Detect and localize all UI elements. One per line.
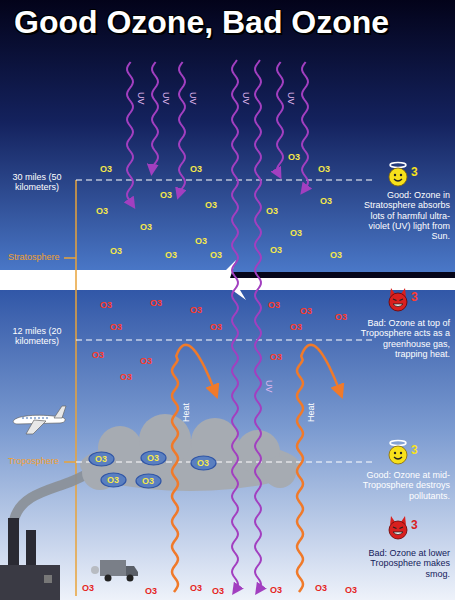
ozone-label: O3 (120, 372, 132, 382)
uv-ray (302, 62, 308, 190)
stratosphere-sky (0, 0, 455, 272)
ozone-label: O3 (205, 200, 217, 210)
good-face-icon (389, 163, 407, 187)
ozone-label: O3 (212, 586, 224, 596)
ozone-label: O3 (190, 305, 202, 315)
bad-face-icon (389, 516, 407, 539)
ozone-label: O3 (210, 250, 222, 260)
callout-text: Bad: Ozone at top of Troposphere acts as… (352, 318, 450, 359)
ozone-label: O3 (270, 585, 282, 595)
uv-ray (277, 62, 283, 174)
heat-ray (297, 345, 340, 592)
ozone-label: O3 (318, 164, 330, 174)
ozone-label: O3 (100, 476, 127, 485)
ozone-label: O3 (165, 250, 177, 260)
uv-ray (255, 60, 261, 590)
ozone-label: O3 (190, 164, 202, 174)
callout-text: Bad: Ozone at lower Troposphere makes sm… (352, 548, 450, 579)
ozone-label: O3 (335, 312, 347, 322)
troposphere-sky (0, 286, 455, 600)
ozone-bubble: O3 (190, 455, 217, 471)
uv-label: UV (161, 92, 171, 105)
ray-arrows (127, 60, 340, 592)
ozone-label: O3 (266, 206, 278, 216)
callout-text: Good: Ozone at mid-Troposphere destroys … (352, 470, 450, 501)
ozone-label: O3 (82, 583, 94, 593)
ozone-label: O3 (88, 455, 115, 464)
heat-ray (172, 345, 215, 592)
ozone-bubble: O3 (100, 472, 127, 488)
uv-label: UV (286, 92, 296, 105)
altitude-line (76, 461, 372, 462)
heat-label: Heat (306, 403, 316, 422)
ozone-label: O3 (190, 459, 217, 468)
uv-ray (152, 62, 158, 170)
face-number: 3 (411, 519, 418, 533)
ozone-label: O3 (160, 190, 172, 200)
ozone-label: O3 (92, 350, 104, 360)
uv-label: UV (188, 92, 198, 105)
face-number: 3 (411, 444, 418, 458)
ozone-bubble: O3 (135, 473, 162, 489)
ozone-bubble: O3 (88, 451, 115, 467)
layer-label: Troposphere (8, 456, 59, 466)
ozone-label: O3 (110, 322, 122, 332)
good-face-icon (389, 441, 407, 465)
ozone-label: O3 (330, 250, 342, 260)
uv-ray (179, 62, 185, 194)
ozone-label: O3 (288, 152, 300, 162)
scale-break (0, 260, 455, 300)
ozone-label: O3 (290, 228, 302, 238)
face-number: 3 (411, 166, 418, 180)
ozone-label: O3 (100, 164, 112, 174)
ozone-label: O3 (140, 356, 152, 366)
uv-label: UV (136, 92, 146, 105)
title: Good Ozone, Bad Ozone (14, 4, 389, 41)
ozone-label: O3 (145, 586, 157, 596)
ozone-label: O3 (345, 585, 357, 595)
airplane (13, 406, 66, 434)
ozone-label: O3 (270, 245, 282, 255)
ozone-label: O3 (270, 352, 282, 362)
ozone-label: O3 (210, 322, 222, 332)
ozone-label: O3 (290, 322, 302, 332)
heat-label: Heat (181, 403, 191, 422)
ozone-label: O3 (300, 306, 312, 316)
smog-cloud (80, 414, 300, 491)
uv-ray (127, 62, 133, 204)
altitude-label: 30 miles (50 kilometers) (2, 172, 72, 193)
ozone-label: O3 (100, 300, 112, 310)
face-number: 3 (411, 291, 418, 305)
ozone-label: O3 (96, 206, 108, 216)
ozone-label: O3 (315, 583, 327, 593)
ozone-label: O3 (135, 477, 162, 486)
callout-text: Good: Ozone in Stratosphere absorbs lots… (352, 190, 450, 242)
ozone-label: O3 (195, 236, 207, 246)
ozone-label: O3 (140, 222, 152, 232)
ozone-label: O3 (320, 196, 332, 206)
uv-ray (232, 60, 238, 590)
ozone-bubble: O3 (140, 450, 167, 466)
truck (91, 560, 138, 582)
bad-face-icon (389, 288, 407, 311)
ozone-label: O3 (190, 583, 202, 593)
altitude-lines (76, 180, 372, 340)
uv-label: UV (264, 380, 274, 393)
ozone-label: O3 (150, 298, 162, 308)
ozone-label: O3 (268, 300, 280, 310)
layer-label: Stratosphere (8, 252, 60, 262)
factory (0, 468, 96, 600)
uv-label: UV (241, 92, 251, 105)
altitude-bracket (64, 180, 76, 596)
ozone-label: O3 (140, 454, 167, 463)
altitude-label: 12 miles (20 kilometers) (2, 326, 72, 347)
ozone-label: O3 (110, 246, 122, 256)
